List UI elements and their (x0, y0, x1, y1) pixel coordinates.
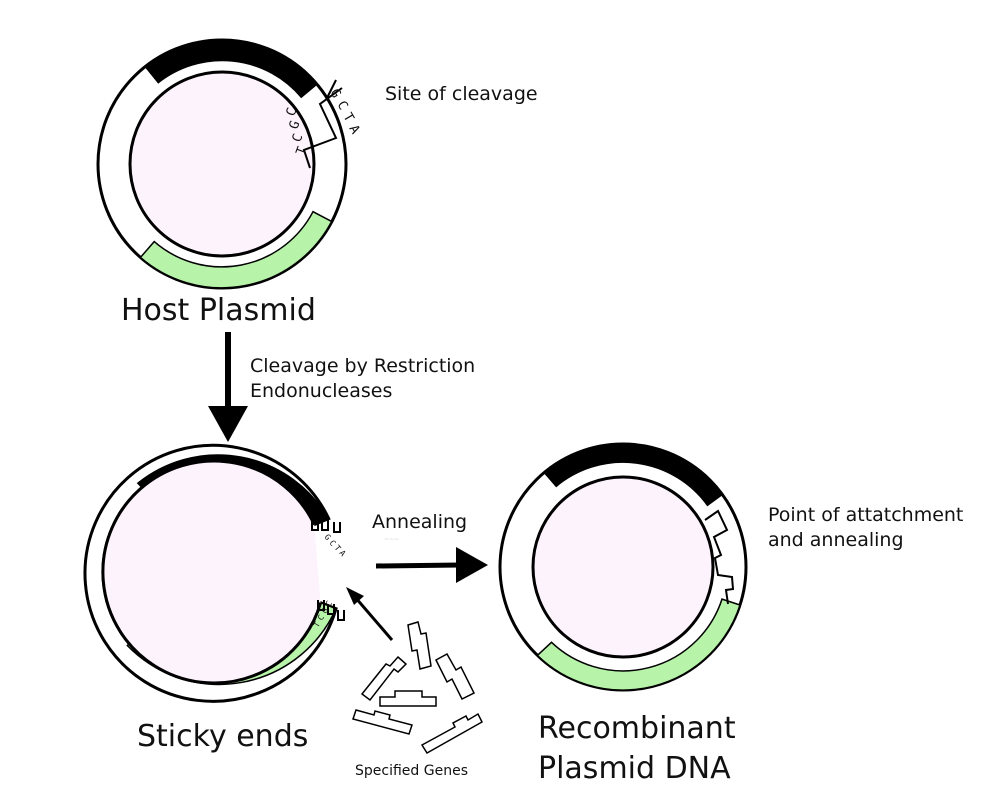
specified-gene-fragments (352, 621, 483, 755)
sticky-base-bottom-2: C (316, 613, 326, 622)
genes-arrow (346, 587, 394, 641)
sticky-base-bottom-3: G (320, 606, 330, 615)
gene-fragment (379, 690, 437, 707)
cleavage-arrow (208, 332, 248, 442)
insertion-boundary (704, 509, 735, 605)
annealing-arrow-shaft (375, 562, 461, 569)
sticky-base-bottom-4: C (324, 599, 334, 608)
sticky-base-top-3: T (332, 544, 342, 554)
host-base-top-4: A (346, 123, 363, 137)
cleavage-arrow-head (208, 406, 248, 442)
host-base-top-3: T (340, 111, 357, 125)
cleavage-label-line1: Cleavage by Restriction (250, 355, 476, 377)
gene-fragment (407, 621, 432, 670)
sticky-base-top-1: G (322, 533, 332, 543)
sticky-base-bottom-1: T (312, 620, 322, 629)
sticky-end-top (311, 520, 341, 533)
gene-fragment (420, 712, 483, 755)
site-of-cleavage-label: Site of cleavage (385, 83, 538, 105)
recombinant-title-line2: Plasmid DNA (538, 751, 731, 786)
host-base-top-2: C (334, 99, 351, 113)
sticky-base-top-2: C (327, 539, 337, 549)
annealing-arrow-head (456, 547, 488, 583)
faint-mark: ~~~ (384, 536, 399, 543)
recombinant-black-segment (543, 443, 724, 507)
gene-fragment (360, 655, 408, 702)
host-plasmid: G C T A T C G C (96, 38, 363, 290)
annealing-arrow (375, 547, 488, 583)
sticky-base-top-4: A (337, 549, 347, 559)
cleavage-site-tick (325, 79, 337, 101)
recombinant-inner (531, 475, 715, 659)
attachment-label-line2: and annealing (768, 529, 904, 551)
annealing-label: Annealing (372, 511, 468, 533)
recombinant-green-segment (536, 598, 741, 691)
gene-fragment (352, 709, 413, 735)
gene-fragment (435, 652, 476, 701)
genes-arrow-shaft (353, 596, 394, 641)
sticky-end-bottom (317, 600, 345, 621)
specified-genes-label: Specified Genes (355, 763, 468, 779)
sticky-ends-plasmid: G C T A T C G C (83, 443, 348, 703)
sticky-inner (101, 459, 323, 685)
attachment-label-line1: Point of attatchment (768, 504, 964, 526)
recombinant-title-line1: Recombinant (538, 711, 736, 746)
host-plasmid-green-segment (139, 210, 333, 289)
genes-arrow-head (346, 587, 364, 605)
host-plasmid-title: Host Plasmid (121, 293, 316, 328)
recombinant-plasmid (498, 442, 748, 692)
sticky-ends-title: Sticky ends (137, 719, 309, 754)
host-plasmid-inner (128, 70, 316, 258)
cleavage-label-line2: Endonucleases (250, 380, 393, 402)
host-plasmid-black-segment (144, 39, 318, 99)
